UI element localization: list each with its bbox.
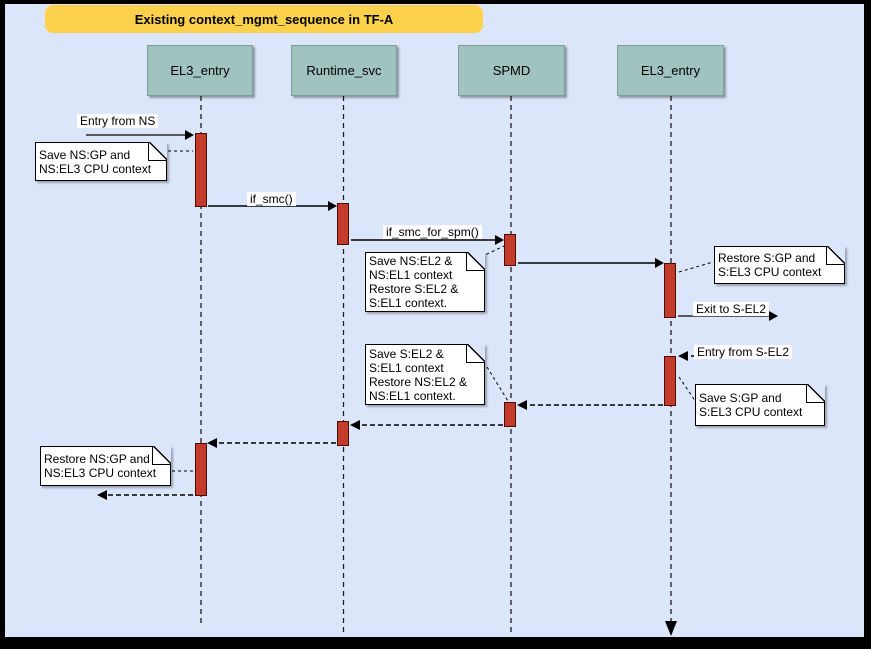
arrowhead-exit-to-ns-return <box>97 490 107 500</box>
diagram-title: Existing context_mgmt_sequence in TF-A <box>134 11 394 27</box>
note-text: Save NS:GP and NS:EL3 CPU context <box>39 147 152 176</box>
note-text: Save NS:EL2 & NS:EL1 context Restore S:E… <box>369 254 459 310</box>
actor-label: EL3_entry <box>640 63 701 78</box>
note-save-ns-el2: Save NS:EL2 & NS:EL1 context Restore S:E… <box>365 252 485 312</box>
activation-el3-left-1 <box>195 133 207 207</box>
activation-spmd-1 <box>504 234 516 266</box>
activation-runtime-1 <box>337 203 349 245</box>
message-label-if-smc: if_smc() <box>247 192 296 206</box>
message-label-entry-from-s-el2: Entry from S-EL2 <box>694 345 793 359</box>
note-save-s-el2: Save S:EL2 & S:EL1 context Restore NS:EL… <box>365 344 485 405</box>
message-label-exit-to-s-el2: Exit to S-EL2 <box>693 302 770 316</box>
activation-el3-right-2 <box>664 356 676 406</box>
arrowhead-spmd-to-el3 <box>655 258 664 268</box>
arrowhead-spmd-to-runtime-return <box>350 420 360 430</box>
actor-spmd: SPMD <box>458 45 565 96</box>
note-restore-s-gp: Restore S:GP and S:EL3 CPU context <box>714 246 845 284</box>
note-fold-corner-icon <box>152 446 171 465</box>
note-text: Restore S:GP and S:EL3 CPU context <box>718 251 822 279</box>
note-fold-corner-icon <box>806 384 825 403</box>
activation-el3-left-2 <box>195 443 207 496</box>
message-label-entry-from-ns: Entry from NS <box>77 114 159 128</box>
actor-label: SPMD <box>492 63 531 78</box>
lifeline-end-arrowhead <box>665 621 677 636</box>
actor-label: EL3_entry <box>170 63 230 78</box>
note-text: Save S:EL2 & S:EL1 context Restore NS:EL… <box>369 346 468 403</box>
arrowhead-runtime-to-el3-return <box>207 438 217 448</box>
note-fold-corner-icon <box>466 344 485 363</box>
note-save-s-gp: Save S:GP and S:EL3 CPU context <box>695 384 825 426</box>
arrowhead-if-smc <box>328 201 337 211</box>
actor-el3-entry-right: EL3_entry <box>617 45 724 96</box>
arrowhead-entry-from-s-el2 <box>678 351 688 361</box>
note-fold-corner-icon <box>148 142 167 161</box>
note-text: Save S:GP and S:EL3 CPU context <box>699 391 803 419</box>
activation-el3-right-1 <box>664 263 676 318</box>
note-restore-ns-gp: Restore NS:GP and NS:EL3 CPU context <box>40 446 171 486</box>
connector-note-save-s-el2 <box>486 366 509 402</box>
activation-runtime-2 <box>337 421 349 446</box>
note-fold-corner-icon <box>466 252 485 271</box>
actor-label: Runtime_svc <box>306 63 382 78</box>
note-fold-corner-icon <box>826 246 845 265</box>
note-save-ns-gp: Save NS:GP and NS:EL3 CPU context <box>35 142 167 181</box>
connector-note-restore-s-gp <box>678 261 714 273</box>
connector-note-save-s-gp <box>678 376 697 403</box>
diagram-title-banner: Existing context_mgmt_sequence in TF-A <box>45 5 483 33</box>
actor-runtime-svc: Runtime_svc <box>291 45 397 96</box>
actor-el3-entry-left: EL3_entry <box>147 45 253 96</box>
arrowhead-if-smc-for-spm <box>495 235 504 245</box>
note-text: Restore NS:GP and NS:EL3 CPU context <box>44 452 157 480</box>
activation-spmd-2 <box>504 402 516 427</box>
arrowhead-el3-to-spmd-return <box>517 400 527 410</box>
arrowhead-entry-from-ns <box>185 130 194 140</box>
message-label-if-smc-for-spm: if_smc_for_spm() <box>383 225 482 239</box>
arrowhead-exit-to-s-el2 <box>769 311 778 321</box>
